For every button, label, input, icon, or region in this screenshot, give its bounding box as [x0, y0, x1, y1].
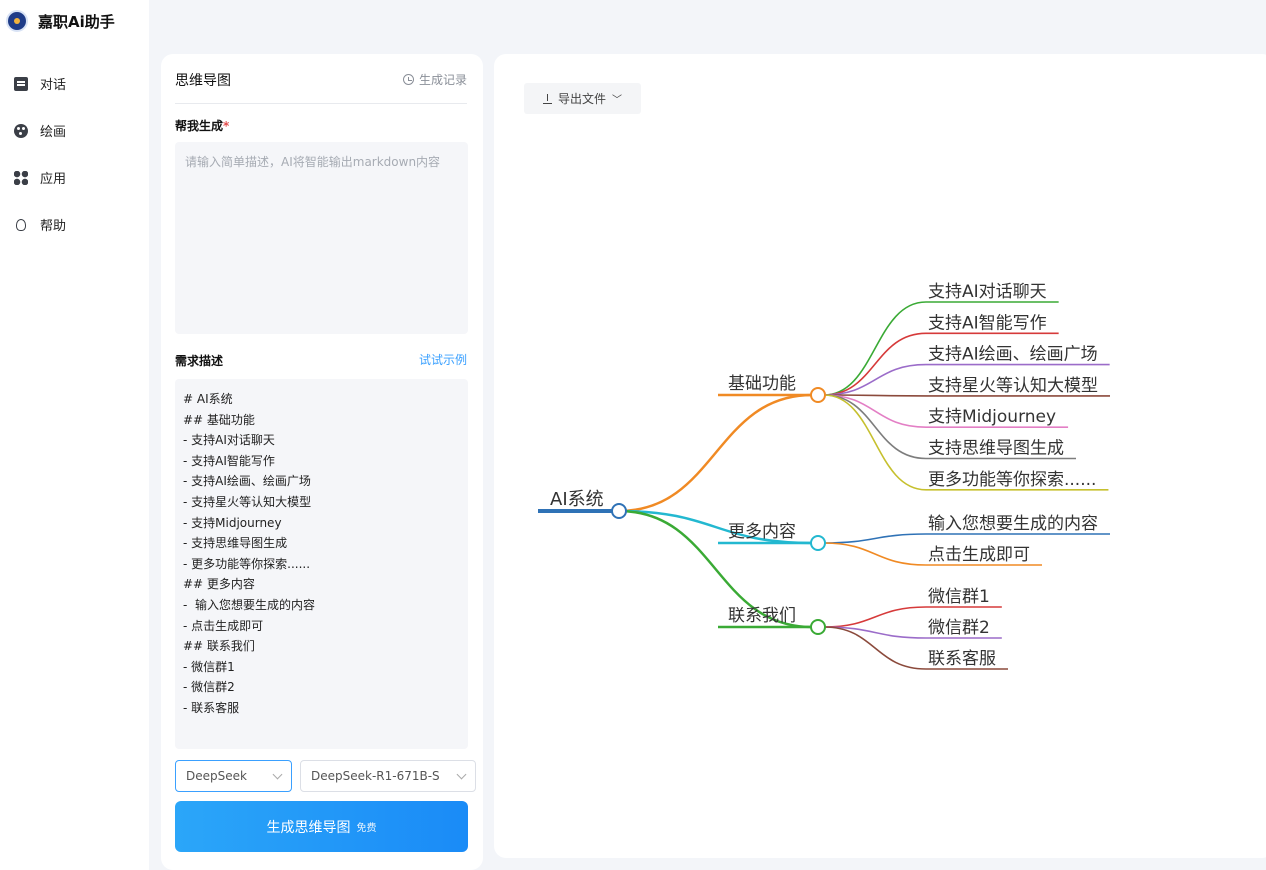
brand[interactable]: 嘉职Ai助手	[6, 10, 115, 32]
sidebar-item-label: 对话	[40, 78, 67, 93]
generate-label: 生成思维导图	[266, 819, 351, 836]
try-example-link[interactable]: 试试示例	[418, 353, 467, 367]
leaf-edge	[823, 394, 927, 460]
clock-icon	[402, 73, 414, 85]
leaf-label: 输入您想要生成的内容	[928, 514, 1098, 534]
leaf-edge	[823, 542, 927, 566]
leaf-label: 支持Midjourney	[928, 407, 1056, 427]
history-label: 生成记录	[418, 72, 467, 87]
leaf-label: 支持AI智能写作	[928, 313, 1047, 333]
help-generate-text: 帮我生成	[175, 119, 224, 133]
sidebar-nav: 对话 绘画 应用 帮助	[14, 60, 66, 248]
root-node	[611, 503, 627, 519]
sidebar-item-label: 应用	[40, 172, 67, 187]
model-name-value: DeepSeek-R1-671B-S	[311, 769, 440, 783]
sidebar-item-draw[interactable]: 绘画	[14, 107, 66, 154]
brand-name: 嘉职Ai助手	[38, 12, 115, 31]
leaf-edge	[823, 394, 927, 397]
sidebar-item-apps[interactable]: 应用	[14, 154, 66, 201]
root-label: AI系统	[550, 489, 604, 510]
export-label: 导出文件	[557, 92, 606, 106]
help-generate-label: 帮我生成*	[175, 117, 229, 134]
required-mark: *	[223, 119, 230, 133]
history-button[interactable]: 生成记录	[402, 70, 467, 88]
branch-node	[810, 535, 826, 551]
branch-node	[810, 619, 826, 635]
sidebar: 嘉职Ai助手 对话 绘画 应用 帮助	[0, 0, 149, 870]
leaf-edge	[823, 394, 927, 428]
apps-icon	[14, 170, 28, 185]
generate-mindmap-button[interactable]: 生成思维导图 免费	[175, 801, 468, 852]
mindmap-canvas: 导出文件 ﹀ 基础功能 支持AI对话聊天支持AI智能写作支持AI绘画、绘画广场支持…	[494, 54, 1266, 858]
branch-edge	[618, 509, 813, 629]
leaf-edge	[823, 363, 927, 396]
panel-header: 思维导图 生成记录	[175, 70, 467, 104]
model-name-select[interactable]: DeepSeek-R1-671B-S	[300, 760, 476, 792]
requirement-label: 需求描述	[175, 354, 224, 368]
leaf-label: 更多功能等你探索......	[928, 470, 1096, 490]
export-file-button[interactable]: 导出文件 ﹀	[524, 83, 641, 114]
leaf-edge	[823, 301, 927, 396]
brand-logo-icon	[6, 10, 28, 32]
branch-label: 联系我们	[728, 606, 796, 626]
free-badge: 免费	[356, 823, 377, 834]
panel-title: 思维导图	[175, 73, 231, 89]
leaf-label: 联系客服	[928, 649, 996, 669]
branch-edge	[618, 393, 813, 513]
leaf-label: 微信群1	[928, 587, 990, 607]
sidebar-item-chat[interactable]: 对话	[14, 60, 66, 107]
model-provider-value: DeepSeek	[186, 769, 247, 783]
leaf-edge	[823, 394, 927, 491]
palette-icon	[14, 123, 28, 138]
chevron-down-icon	[272, 769, 283, 780]
markdown-input[interactable]	[175, 379, 468, 749]
leaf-label: 支持AI对话聊天	[928, 282, 1047, 302]
model-provider-select[interactable]: DeepSeek	[175, 760, 292, 792]
leaf-label: 支持星火等认知大模型	[928, 376, 1098, 396]
download-icon	[542, 93, 552, 104]
leaf-label: 支持AI绘画、绘画广场	[928, 345, 1098, 365]
branch-label: 基础功能	[728, 374, 796, 394]
sidebar-item-help[interactable]: 帮助	[14, 201, 66, 248]
leaf-label: 支持思维导图生成	[928, 439, 1064, 459]
leaf-edge	[823, 626, 927, 639]
leaf-edge	[823, 626, 927, 670]
user-icon	[16, 218, 26, 231]
sidebar-item-label: 帮助	[40, 219, 67, 234]
leaf-label: 微信群2	[928, 618, 990, 638]
chevron-down-icon	[456, 769, 467, 780]
leaf-edge	[823, 332, 927, 396]
mindmap-svg[interactable]: 基础功能 支持AI对话聊天支持AI智能写作支持AI绘画、绘画广场支持星火等认知大模…	[494, 54, 1266, 858]
leaf-edge	[823, 533, 927, 544]
branch-label: 更多内容	[728, 522, 796, 542]
branch-edge	[618, 509, 813, 545]
chat-icon	[14, 76, 28, 91]
sidebar-item-label: 绘画	[40, 125, 67, 140]
prompt-input[interactable]	[175, 142, 468, 334]
chevron-down-icon: ﹀	[612, 95, 622, 106]
leaf-label: 点击生成即可	[928, 545, 1030, 565]
mindmap-config-panel: 思维导图 生成记录 帮我生成* 需求描述 试试示例 DeepSeek DeepS…	[161, 54, 483, 870]
leaf-edge	[823, 606, 927, 628]
branch-node	[810, 387, 826, 403]
